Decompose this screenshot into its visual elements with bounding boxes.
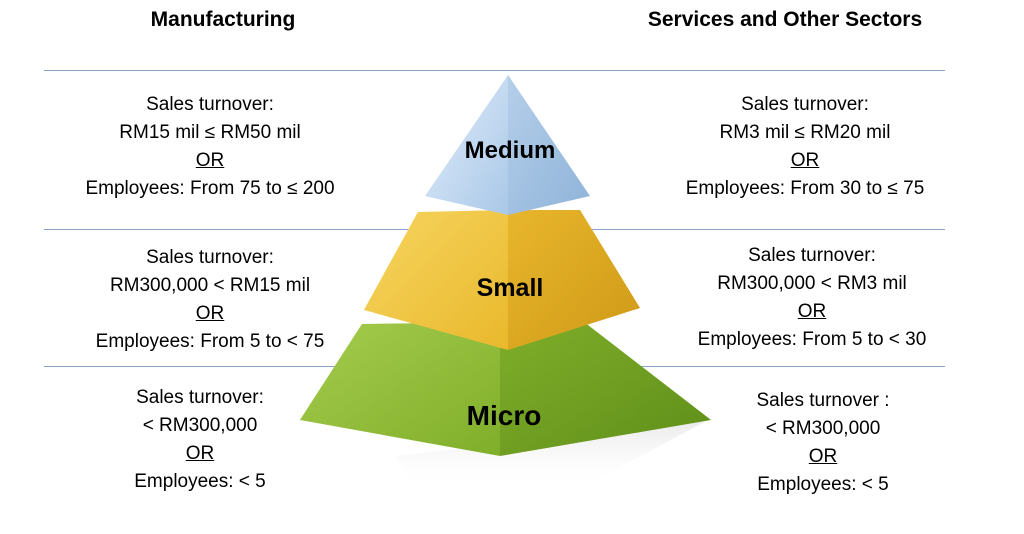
or-separator: OR	[195, 303, 225, 324]
manufacturing-small-criteria: Sales turnover: RM300,000 < RM15 mil OR …	[40, 244, 380, 356]
tier-label-medium: Medium	[464, 137, 556, 164]
criteria-line: < RM300,000	[142, 415, 258, 436]
manufacturing-micro-criteria: Sales turnover: < RM300,000 OR Employees…	[40, 384, 360, 496]
criteria-line: RM300,000 < RM3 mil	[717, 273, 907, 294]
or-separator: OR	[790, 150, 820, 171]
criteria-line: RM3 mil ≤ RM20 mil	[719, 122, 891, 143]
criteria-line: RM15 mil ≤ RM50 mil	[119, 122, 301, 143]
criteria-line: Sales turnover:	[136, 387, 264, 408]
micro-tier	[300, 322, 711, 456]
criteria-line: Employees: From 75 to ≤ 200	[85, 178, 335, 199]
criteria-line: Employees: From 5 to < 75	[95, 331, 325, 352]
criteria-line: Employees: From 5 to < 30	[697, 329, 927, 350]
manufacturing-header: Manufacturing	[150, 8, 296, 31]
medium-tier	[425, 75, 590, 215]
tier-label-small: Small	[476, 274, 544, 302]
criteria-line: Sales turnover:	[146, 247, 274, 268]
or-separator: OR	[797, 301, 827, 322]
services-header: Services and Other Sectors	[647, 8, 923, 31]
divider-top	[44, 70, 945, 71]
criteria-line: Employees: < 5	[134, 471, 266, 492]
pyramid-shadow	[395, 420, 708, 492]
criteria-line: Sales turnover:	[741, 94, 869, 115]
criteria-line: Sales turnover:	[146, 94, 274, 115]
services-micro-criteria: Sales turnover : < RM300,000 OR Employee…	[718, 387, 928, 499]
or-separator: OR	[808, 446, 838, 467]
or-separator: OR	[195, 150, 225, 171]
small-tier	[364, 210, 640, 350]
criteria-line: < RM300,000	[765, 418, 881, 439]
criteria-line: Sales turnover :	[756, 390, 890, 411]
criteria-line: Employees: From 30 to ≤ 75	[685, 178, 925, 199]
services-small-criteria: Sales turnover: RM300,000 < RM3 mil OR E…	[662, 242, 962, 354]
criteria-line: RM300,000 < RM15 mil	[109, 275, 311, 296]
or-separator: OR	[185, 443, 215, 464]
tier-label-micro: Micro	[466, 400, 542, 431]
manufacturing-medium-criteria: Sales turnover: RM15 mil ≤ RM50 mil OR E…	[40, 91, 380, 203]
criteria-line: Sales turnover:	[748, 245, 876, 266]
criteria-line: Employees: < 5	[757, 474, 889, 495]
services-medium-criteria: Sales turnover: RM3 mil ≤ RM20 mil OR Em…	[640, 91, 970, 203]
